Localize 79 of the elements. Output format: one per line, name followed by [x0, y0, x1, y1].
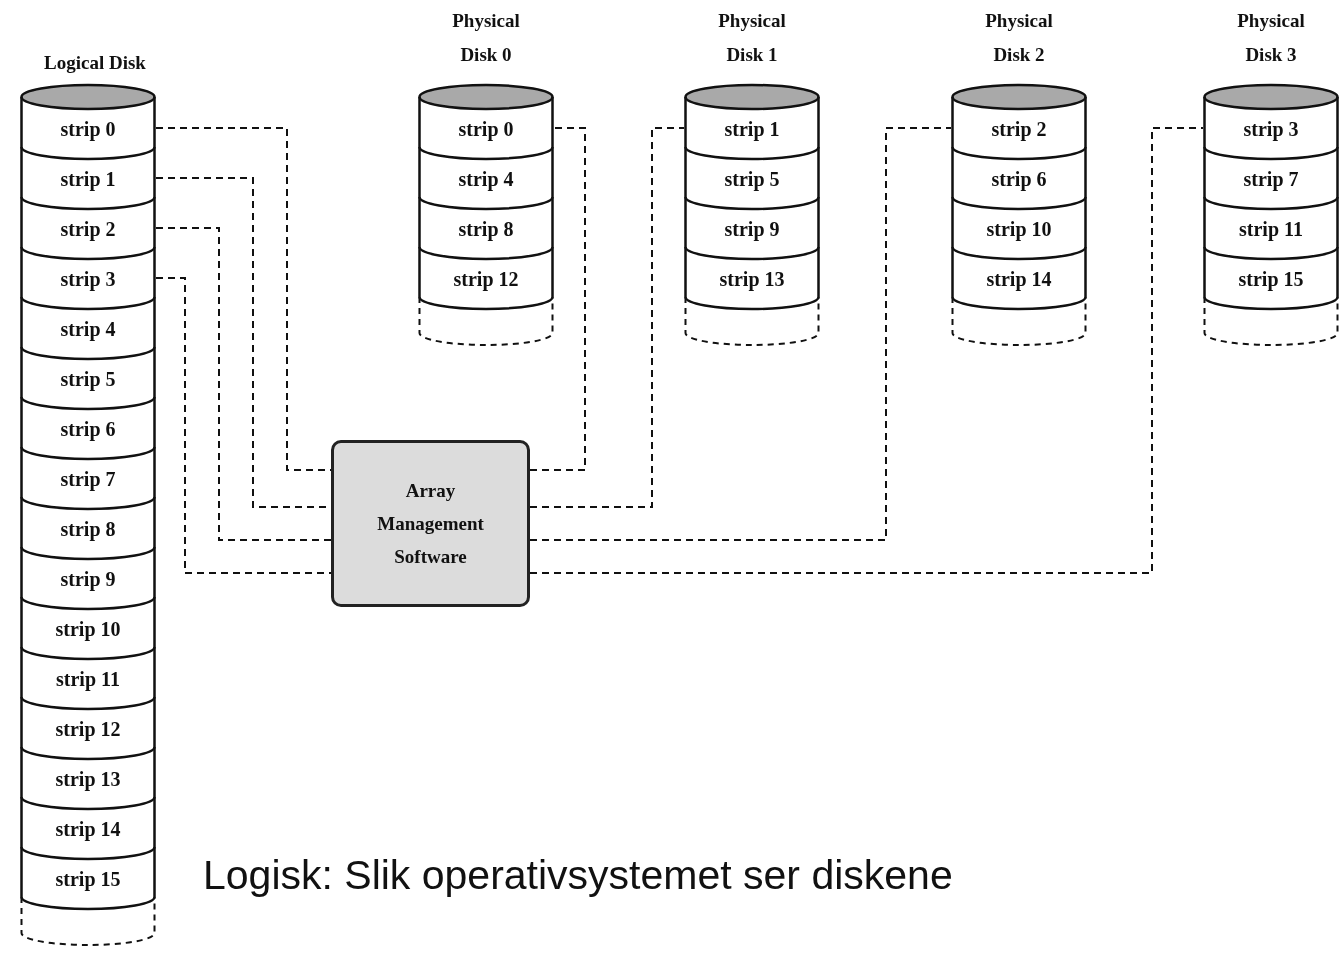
disk-strip	[20, 747, 156, 809]
strip-label: strip 6	[59, 417, 117, 441]
disk-strip	[951, 247, 1087, 309]
strip-label: strip 0	[59, 117, 117, 141]
disk-strip	[20, 297, 156, 359]
connector-line	[529, 127, 1204, 574]
strip-label: strip 3	[59, 267, 117, 291]
disk-strip	[20, 397, 156, 459]
strip-label: strip 8	[457, 217, 515, 241]
disk-title: Logical Disk	[43, 51, 147, 75]
strip-label: strip 8	[59, 517, 117, 541]
connector-line	[155, 277, 332, 574]
disk-strip	[951, 197, 1087, 259]
caption-text: Logisk: Slik operativsystemet ser diskene	[203, 852, 953, 899]
disk-strip	[20, 597, 156, 659]
disk-title: Physical Disk 3	[1236, 9, 1306, 67]
disk-strip	[418, 247, 554, 309]
disk-strip	[951, 97, 1087, 159]
strip-label: strip 13	[718, 267, 786, 291]
connector-line	[529, 127, 685, 508]
disk-strip	[20, 647, 156, 709]
disk-strip	[20, 347, 156, 409]
strip-label: strip 15	[54, 867, 122, 891]
disk-title: Physical Disk 0	[451, 9, 521, 67]
strip-label: strip 9	[723, 217, 781, 241]
software-box	[331, 440, 530, 607]
strip-label: strip 1	[723, 117, 781, 141]
disk-strip	[1203, 97, 1339, 159]
connector-line	[155, 127, 332, 471]
disk-strip	[1203, 197, 1339, 259]
disk-strip	[418, 97, 554, 159]
disk-strip	[20, 447, 156, 509]
disk-strip	[418, 147, 554, 209]
strip-label: strip 0	[457, 117, 515, 141]
disk-strip	[20, 847, 156, 909]
connector-line	[529, 127, 586, 471]
strip-label: strip 15	[1237, 267, 1305, 291]
box-label: Array Management Software	[376, 479, 485, 569]
strip-label: strip 11	[55, 667, 121, 691]
strip-label: strip 7	[59, 467, 117, 491]
disk-strip	[20, 797, 156, 859]
strip-label: strip 4	[59, 317, 117, 341]
disk-strip	[684, 197, 820, 259]
strip-label: strip 12	[54, 717, 122, 741]
strip-label: strip 5	[59, 367, 117, 391]
strip-label: strip 11	[1238, 217, 1304, 241]
disk-strip	[951, 147, 1087, 209]
disk-title: Physical Disk 2	[984, 9, 1054, 67]
strip-label: strip 14	[985, 267, 1053, 291]
connector-line	[529, 127, 952, 541]
strip-label: strip 6	[990, 167, 1048, 191]
disk-strip	[20, 97, 156, 159]
disk-title: Physical Disk 1	[717, 9, 787, 67]
disk-strip	[20, 147, 156, 209]
disk-strip	[20, 697, 156, 759]
disk-strip	[1203, 247, 1339, 309]
strip-label: strip 2	[59, 217, 117, 241]
disk-strip	[684, 147, 820, 209]
disk-strip	[20, 197, 156, 259]
strip-label: strip 2	[990, 117, 1048, 141]
strip-label: strip 13	[54, 767, 122, 791]
strip-label: strip 4	[457, 167, 515, 191]
strip-label: strip 3	[1242, 117, 1300, 141]
disk-strip	[1203, 147, 1339, 209]
strip-label: strip 1	[59, 167, 117, 191]
strip-label: strip 5	[723, 167, 781, 191]
disk-strip	[20, 497, 156, 559]
disk-strip	[684, 97, 820, 159]
strip-label: strip 9	[59, 567, 117, 591]
disk-strip	[684, 247, 820, 309]
strip-label: strip 7	[1242, 167, 1300, 191]
strip-label: strip 10	[54, 617, 122, 641]
connector-line	[155, 227, 332, 541]
disk-strip	[20, 547, 156, 609]
disk-strip	[418, 197, 554, 259]
strip-label: strip 14	[54, 817, 122, 841]
disk-strip	[20, 247, 156, 309]
strip-label: strip 10	[985, 217, 1053, 241]
strip-label: strip 12	[452, 267, 520, 291]
